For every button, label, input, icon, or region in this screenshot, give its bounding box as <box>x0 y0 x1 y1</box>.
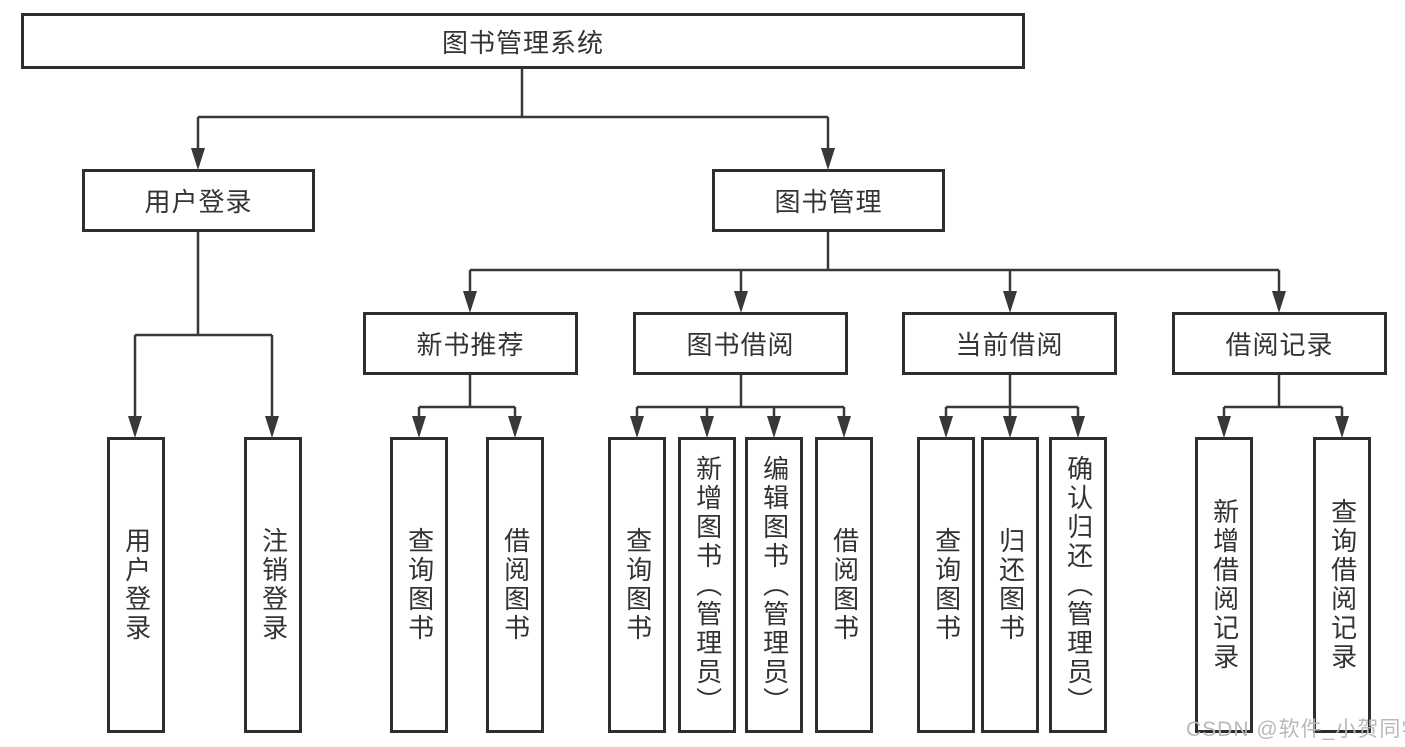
node-book-management-label: 图书管理 <box>774 187 883 217</box>
leaf-edit-books-admin-label: 编辑图书（管理员） <box>759 454 790 716</box>
leaf-borrowing-query-books: 查询图书 <box>608 437 666 733</box>
node-new-book-recommend-label: 新书推荐 <box>416 330 525 360</box>
leaf-logout: 注销登录 <box>244 437 302 733</box>
leaf-user-login: 用户登录 <box>107 437 165 733</box>
node-current-borrowing: 当前借阅 <box>902 312 1117 375</box>
node-user-login-label: 用户登录 <box>144 187 253 217</box>
node-root-label: 图书管理系统 <box>441 27 604 58</box>
leaf-recommend-borrow-books-label: 借阅图书 <box>500 527 531 643</box>
leaf-return-books: 归还图书 <box>981 437 1039 733</box>
node-book-borrowing: 图书借阅 <box>633 312 848 375</box>
leaf-add-borrow-record: 新增借阅记录 <box>1195 437 1253 733</box>
leaf-add-books-admin: 新增图书（管理员） <box>678 437 736 733</box>
node-root: 图书管理系统 <box>21 13 1025 69</box>
leaf-borrowing-query-books-label: 查询图书 <box>622 527 653 643</box>
leaf-borrowing-borrow-books: 借阅图书 <box>815 437 873 733</box>
leaf-query-borrow-record-label: 查询借阅记录 <box>1327 498 1358 672</box>
node-borrowing-records-label: 借阅记录 <box>1225 330 1334 360</box>
leaf-return-books-label: 归还图书 <box>995 527 1026 643</box>
leaf-logout-label: 注销登录 <box>258 527 289 643</box>
watermark-text: CSDN @软件_小贺同学 <box>1186 718 1405 741</box>
leaf-query-borrow-record: 查询借阅记录 <box>1313 437 1371 733</box>
leaf-recommend-query-books: 查询图书 <box>390 437 448 733</box>
leaf-edit-books-admin: 编辑图书（管理员） <box>745 437 803 733</box>
leaf-current-query-books-label: 查询图书 <box>931 527 962 643</box>
node-current-borrowing-label: 当前借阅 <box>955 330 1064 360</box>
leaf-add-borrow-record-label: 新增借阅记录 <box>1209 498 1240 672</box>
leaf-borrowing-borrow-books-label: 借阅图书 <box>829 527 860 643</box>
node-borrowing-records: 借阅记录 <box>1172 312 1387 375</box>
leaf-recommend-query-books-label: 查询图书 <box>404 527 435 643</box>
leaf-user-login-label: 用户登录 <box>121 527 152 643</box>
node-new-book-recommend: 新书推荐 <box>363 312 578 375</box>
leaf-confirm-return-admin: 确认归还（管理员） <box>1049 437 1107 733</box>
leaf-current-query-books: 查询图书 <box>917 437 975 733</box>
node-book-management: 图书管理 <box>712 169 945 232</box>
leaf-confirm-return-admin-label: 确认归还（管理员） <box>1063 454 1094 716</box>
leaf-add-books-admin-label: 新增图书（管理员） <box>692 454 723 716</box>
node-user-login: 用户登录 <box>82 169 315 232</box>
node-book-borrowing-label: 图书借阅 <box>686 330 795 360</box>
leaf-recommend-borrow-books: 借阅图书 <box>486 437 544 733</box>
